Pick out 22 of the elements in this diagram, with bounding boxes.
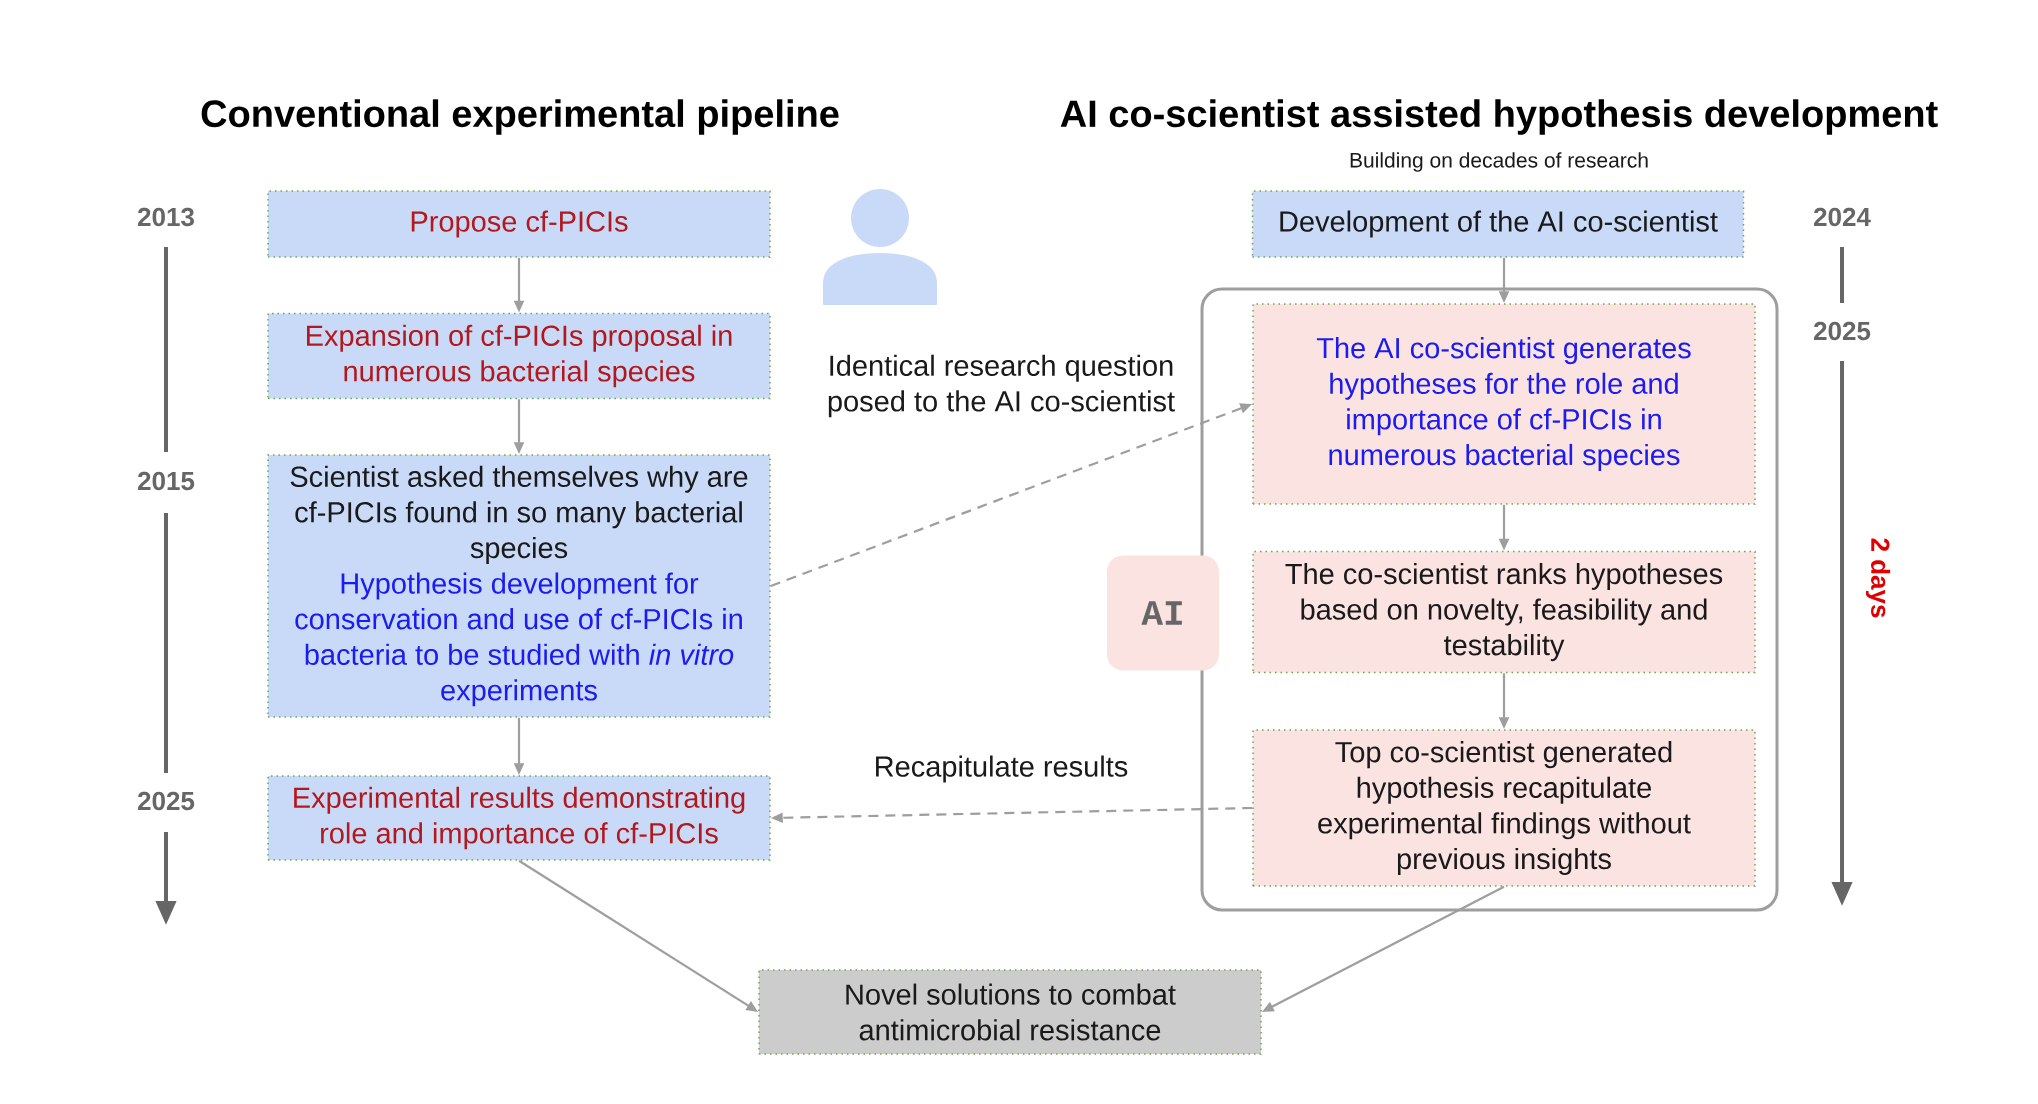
rounded-frame [1200,287,1779,912]
year-label: 2015 [138,471,195,491]
year-label: 2024 [1814,207,1871,227]
edge-label: Identical research question posed to the AI co-scientist [828,354,1175,418]
year-label: 2025 [138,791,195,811]
edge-label: Recapitulate results [876,755,1128,783]
process-box: Propose cf-PICIs [267,190,771,258]
process-box: Scientist asked themselves why are cf-PICIs found in so many bacterial species Hypothesis development for conservation and use of cf-PICIs in bacteria to be studied with in vitro experiments [267,454,771,718]
duration-label: 2 days [1865,538,1891,618]
ai-badge: AI [1107,555,1219,671]
process-box: The AI co-scientist generates hypotheses for the role and importance of cf-PICIs in numerous bacterial species [1252,303,1756,505]
process-box: Expansion of cf-PICIs proposal in numerous bacterial species [267,312,771,400]
heading: AI co-scientist assisted hypothesis development [1060,99,1938,135]
process-box: Development of the AI co-scientist [1251,190,1745,258]
heading: Conventional experimental pipeline [201,99,839,135]
year-label: 2025 [1814,321,1871,341]
process-box: Top co-scientist generated hypothesis recapitulate experimental findings without previous insights [1252,729,1756,887]
process-box: Experimental results demonstrating role and importance of cf-PICIs [267,775,771,861]
year-label: 2013 [138,207,194,227]
process-box: Novel solutions to combat antimicrobial resistance [758,969,1262,1055]
process-box: The co-scientist ranks hypotheses based on novelty, feasibility and testability [1252,550,1756,674]
subtitle: Building on decades of research [1350,152,1648,172]
